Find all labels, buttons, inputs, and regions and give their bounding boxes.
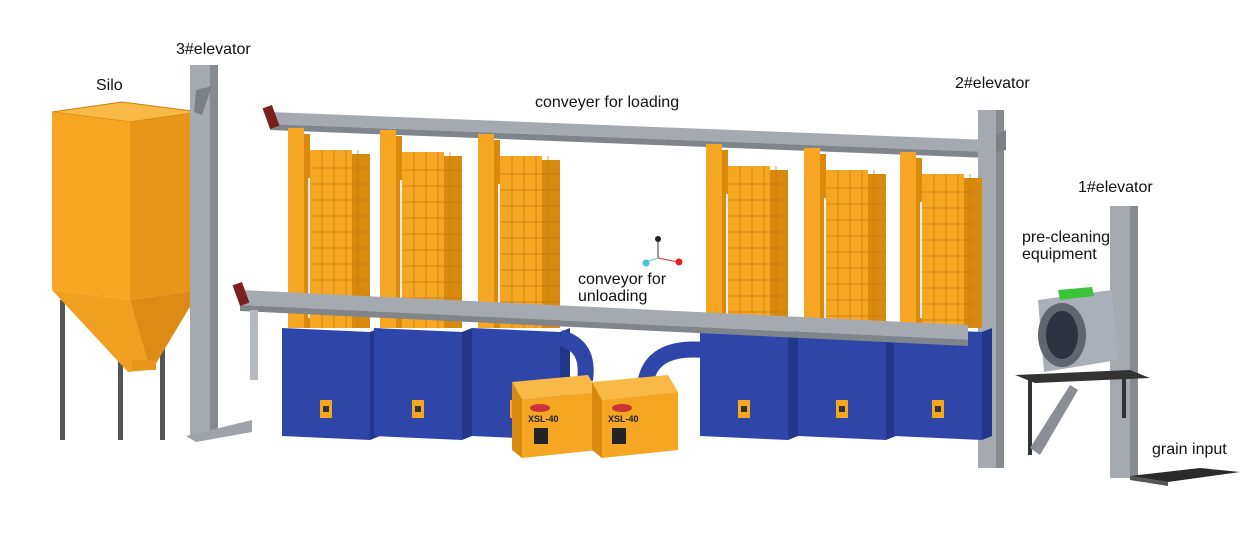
grain-input-hopper bbox=[1130, 468, 1240, 486]
elevator-3-label: 3#elevator bbox=[176, 41, 251, 58]
dryer-tower bbox=[700, 144, 798, 440]
dryer-model-label: XSL-40 bbox=[608, 414, 639, 424]
elevator-3 bbox=[186, 65, 252, 442]
loading-conveyor bbox=[262, 104, 990, 158]
elevator-2-label: 2#elevator bbox=[955, 75, 1030, 92]
unloading-conveyor-label-line2: unloading bbox=[578, 288, 648, 305]
pre-cleaning-equipment bbox=[1015, 287, 1150, 455]
unloading-conveyor-label-line1: conveyor for bbox=[578, 271, 667, 288]
precleaning-label-line2: equipment bbox=[1022, 246, 1097, 263]
elevator-1-label: 1#elevator bbox=[1078, 179, 1153, 196]
grain-input-label: grain input bbox=[1152, 441, 1227, 458]
dryer-tower bbox=[282, 128, 380, 440]
axis-gizmo bbox=[642, 236, 683, 267]
dryer-tower bbox=[374, 130, 472, 440]
silo-label: Silo bbox=[96, 77, 123, 94]
dryer-tower bbox=[798, 148, 896, 440]
silo bbox=[51, 101, 205, 440]
precleaning-label-line1: pre-cleaning bbox=[1022, 229, 1111, 246]
hot-air-furnace-2: XSL-40 bbox=[592, 375, 678, 458]
hot-air-furnace-1: XSL-40 bbox=[512, 375, 598, 458]
unloading-conveyor bbox=[232, 281, 968, 380]
dryer-model-label: XSL-40 bbox=[528, 414, 559, 424]
dryer-tower bbox=[894, 152, 992, 440]
loading-conveyor-label: conveyer for loading bbox=[535, 94, 680, 111]
